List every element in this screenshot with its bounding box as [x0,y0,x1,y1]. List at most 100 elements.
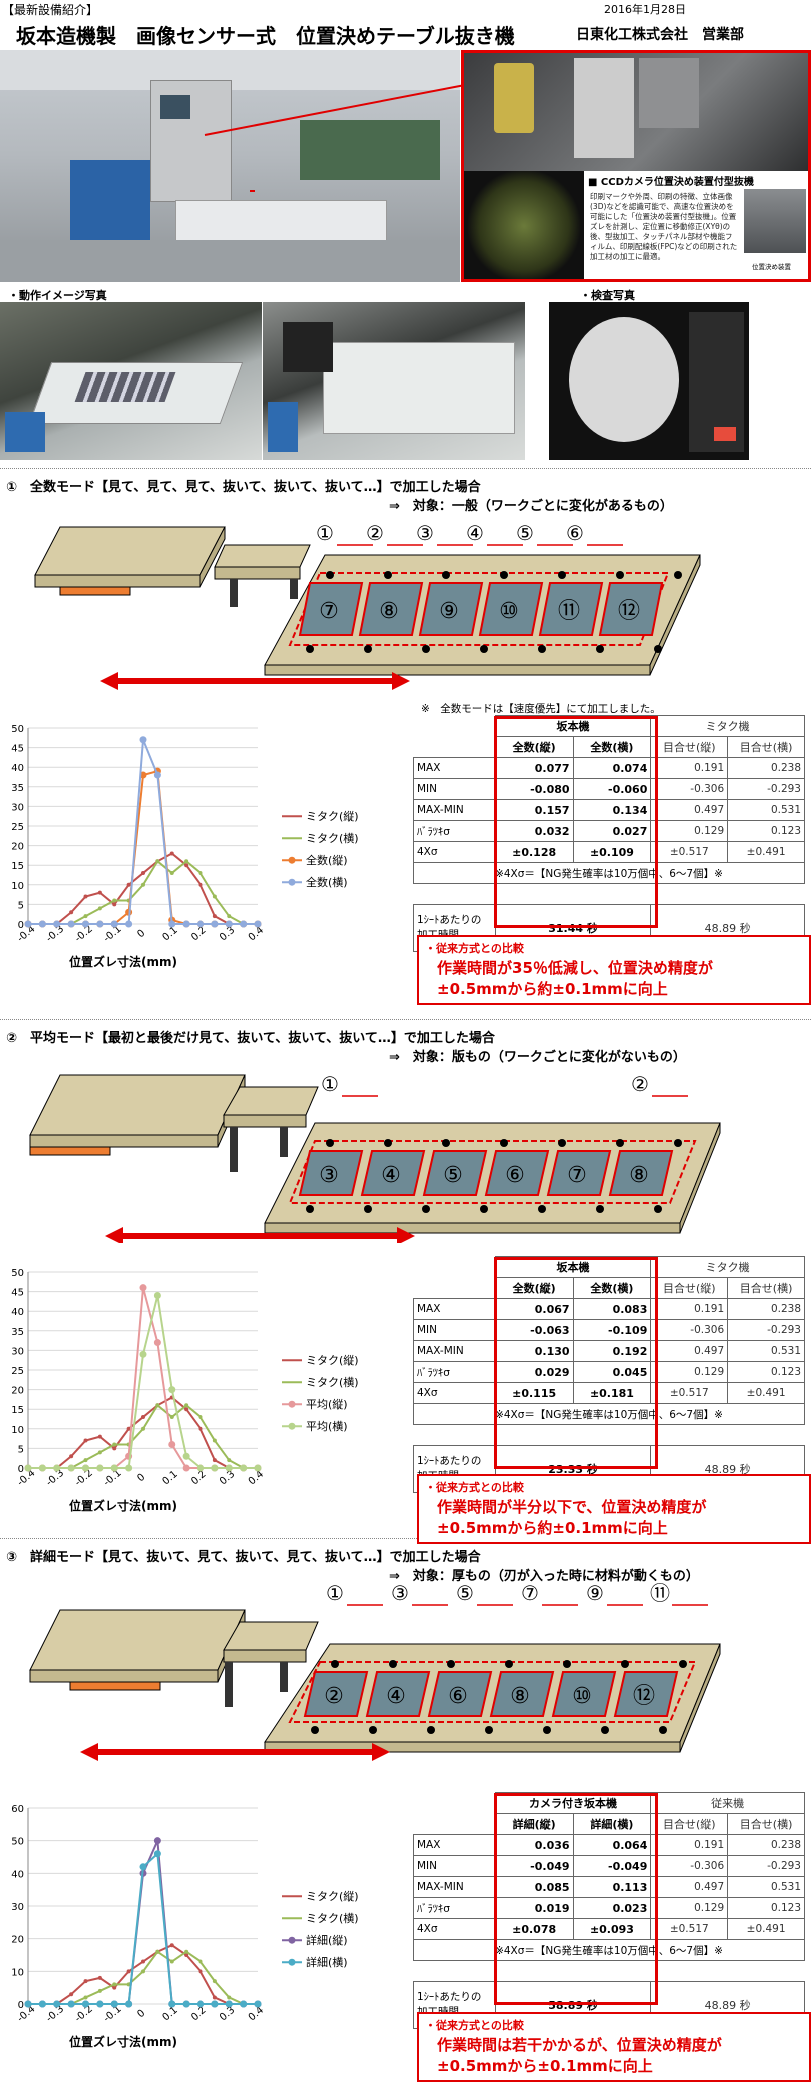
data-point [110,1464,118,1472]
data-point [212,1438,217,1443]
y-tick-label: 50 [11,724,24,735]
table-row: MIN-0.063-0.109-0.306-0.293 [413,1319,805,1341]
col-header: 詳細(縦) [494,1813,574,1835]
table-cell: -0.049 [572,1855,652,1877]
x-tick-label: 0.4 [247,1469,266,1488]
data-point [211,2000,219,2008]
step-number: ① [326,1582,344,1605]
data-point [153,771,161,779]
section-2-target: ⇒ 対象：版もの（ワークごとに変化がないもの） [389,1050,686,1065]
table-group-a: カメラ付き坂本機 [494,1792,652,1814]
pin [500,1139,508,1147]
y-tick-label: 0 [18,920,24,931]
x-tick-label: 0.3 [218,2005,237,2024]
y-tick-label: 10 [11,881,24,892]
pin [480,645,488,653]
data-point [83,1979,88,1984]
step-number: ⑤ [456,1582,474,1605]
data-point [198,1415,203,1420]
x-tick-label: 0.1 [161,2005,180,2024]
data-point [169,1959,174,1964]
diagram-tile [418,582,484,636]
step-number: ③ [391,1582,409,1605]
table-cell: 0.157 [494,799,574,821]
table-cell: -0.293 [727,1855,805,1877]
y-tick-label: 20 [11,842,24,853]
table-cell: 0.032 [494,820,574,842]
pin [306,645,314,653]
legend-label: 平均(横) [306,1419,348,1433]
col-header: 全数(横) [572,736,652,758]
table-cell: 0.123 [727,1897,805,1919]
table-cell: ±0.517 [650,1382,729,1404]
row-label: 4Xσ [413,841,496,863]
pin [659,1726,667,1734]
step-number: ⑦ [521,1582,539,1605]
step-number: ② [631,1072,649,1096]
compare-line: ±0.5mmから約±0.1mmに向上 [437,980,668,998]
compare-title: ・従来方式との比較 [425,2019,524,2032]
section-2-compare: ・従来方式との比較 作業時間が半分以下で、位置決め精度が ±0.5mmから約±0… [417,1474,811,1544]
step-number: ④ [466,521,484,545]
x-axis-label: 位置ズレ寸法(mm) [69,954,177,968]
col-header: 全数(縦) [494,1277,574,1299]
y-tick-label: 50 [11,1268,24,1279]
data-point [212,1458,217,1463]
data-point [67,1464,75,1472]
table-cell: 0.129 [650,820,729,842]
table-cell: 0.134 [572,799,652,821]
compare-line: ±0.5mmから±0.1mmに向上 [437,2057,653,2075]
pin [601,1726,609,1734]
pin [505,1660,513,1668]
x-tick-label: 0.1 [161,925,180,944]
row-label: MAX-MIN [413,1876,496,1898]
data-point [169,1943,174,1948]
tile-label: ⑪ [558,599,580,624]
data-point [126,1969,131,1974]
y-tick-label: 25 [11,822,24,833]
data-point [227,1995,232,2000]
table-cell: -0.306 [650,778,729,800]
row-label: MAX [413,1298,496,1320]
data-point [184,859,189,864]
inspection-photos-label: ・検査写真 [580,289,635,302]
table-note: ※4Xσ＝【NG発生確率は10万個中、6～7個】※ [413,1939,805,1961]
y-tick-label: 20 [11,1935,24,1946]
ccd-title: ■ CCDカメラ位置決め装置付型抜機 [588,177,754,188]
table-group-b: ミタク機 [650,715,805,737]
diagram-tile [303,1671,369,1717]
row-label: MIN [413,1319,496,1341]
table-group-b: ミタク機 [650,1256,805,1278]
y-tick-label: 35 [11,783,24,794]
y-tick-label: 35 [11,1327,24,1338]
compare-title: ・従来方式との比較 [425,942,524,955]
tile-label: ⑦ [567,1163,587,1188]
data-point [169,1415,174,1420]
data-point [168,1440,176,1448]
data-point [197,2000,204,2008]
data-point [139,1350,147,1358]
data-point [97,1434,102,1439]
data-point [198,1969,203,1974]
y-tick-label: 40 [11,1307,24,1318]
legend-label: 全数(横) [306,875,348,889]
diagram-tile [484,1150,550,1196]
table-cell: 0.023 [572,1897,652,1919]
data-point [155,1403,160,1408]
data-point [168,2000,176,2008]
table-cell: ±0.115 [494,1382,574,1404]
table-cell: 0.130 [494,1340,574,1362]
data-point [240,2000,248,2008]
data-point [153,1339,161,1347]
table-cell: ±0.128 [494,841,574,863]
data-point [198,871,203,876]
table-group-b: 従来機 [650,1792,805,1814]
legend-label: ミタク(横) [306,831,359,845]
compare-title: ・従来方式との比較 [425,1481,524,1494]
table-group-a: 坂本機 [494,1256,652,1278]
table-cell: 0.029 [494,1361,574,1383]
table-note: ※4Xσ＝【NG発生確率は10万個中、6～7個】※ [413,1403,805,1425]
